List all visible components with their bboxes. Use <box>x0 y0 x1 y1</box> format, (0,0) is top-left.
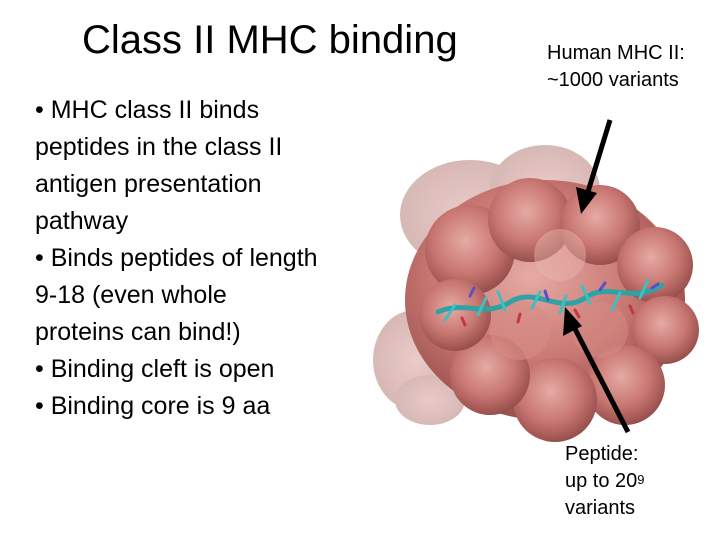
peptide-chain <box>435 278 665 327</box>
bullet-item: • MHC class II binds peptides in the cla… <box>35 92 375 240</box>
callout-line: Human MHC II: <box>547 42 685 64</box>
bullet-line: antigen presentation <box>35 170 262 198</box>
bullet-line: pathway <box>35 207 129 235</box>
bullet-list: • MHC class II binds peptides in the cla… <box>35 92 375 425</box>
arrow-to-mhc <box>576 119 613 214</box>
bullet-line: • Binding core is 9 aa <box>35 392 271 420</box>
bullet-line: • Binding cleft is open <box>35 355 275 383</box>
bullet-line: • MHC class II binds <box>35 96 260 124</box>
bullet-line: • Binds peptides of length <box>35 244 318 272</box>
peptide-variants-callout: Peptide: up to 209 variants <box>565 441 645 522</box>
callout-line: variants <box>565 497 636 519</box>
mhc-variants-callout: Human MHC II: ~1000 variants <box>547 40 685 94</box>
bullet-item: • Binding cleft is open <box>35 351 375 388</box>
bullet-item: • Binding core is 9 aa <box>35 388 375 425</box>
slide-title: Class II MHC binding <box>82 18 458 62</box>
callout-line-base: up to 20 <box>565 470 638 492</box>
bullet-line: 9-18 (even whole <box>35 281 227 309</box>
callout-superscript: 9 <box>637 472 645 487</box>
callout-line: Peptide: <box>565 443 639 465</box>
callout-line: up to 209 <box>565 468 645 495</box>
bullet-line: peptides in the class II <box>35 133 283 161</box>
bullet-line: proteins can bind!) <box>35 318 241 346</box>
bullet-item: • Binds peptides of length 9-18 (even wh… <box>35 240 375 351</box>
callout-line: ~1000 variants <box>547 69 679 91</box>
arrow-to-peptide <box>563 307 631 434</box>
